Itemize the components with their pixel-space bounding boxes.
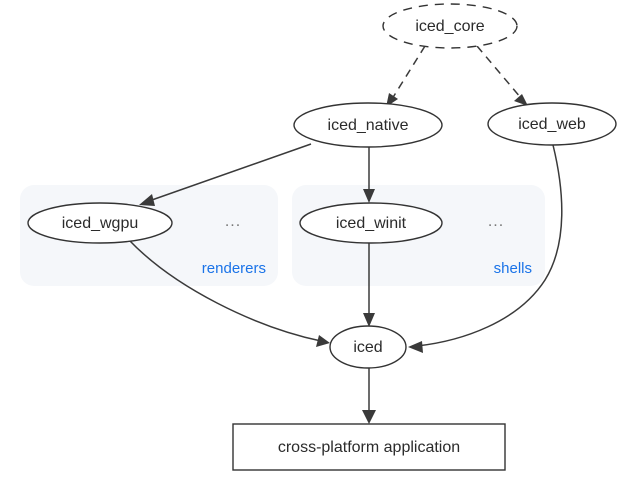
node-cross-platform-application-shape	[232, 423, 506, 471]
node-iced-shape	[329, 325, 407, 369]
node-iced-wgpu-shape	[27, 202, 173, 244]
node-iced-web-label: iced_web	[518, 116, 586, 133]
node-iced-core-label: iced_core	[415, 18, 484, 35]
node-iced-native[interactable]: iced_native	[293, 102, 443, 148]
node-iced-winit[interactable]: iced_winit	[299, 202, 443, 244]
node-iced-native-shape	[293, 102, 443, 148]
node-iced-web[interactable]: iced_web	[487, 102, 617, 146]
node-iced-winit-label: iced_winit	[336, 215, 407, 232]
node-iced-wgpu[interactable]: iced_wgpu	[27, 202, 173, 244]
edge-iced-core-to-iced-web	[476, 45, 522, 99]
edge-iced-web-to-iced	[416, 144, 563, 347]
arrowhead-iced-wgpu-to-iced	[316, 335, 330, 347]
cluster-shells-label: shells	[494, 260, 532, 277]
edge-iced-core-to-iced-native	[391, 45, 426, 100]
arrowhead-iced-native-to-iced-winit	[363, 189, 375, 203]
arrowhead-iced-to-application	[362, 410, 376, 424]
cluster-renderers-label: renderers	[202, 260, 266, 277]
edge-iced-wgpu-to-iced	[128, 239, 322, 342]
arrowhead-iced-core-to-iced-web	[514, 94, 528, 106]
node-iced-core[interactable]: iced_core	[382, 3, 518, 49]
node-iced[interactable]: iced	[329, 325, 407, 369]
arrowhead-iced-winit-to-iced	[363, 313, 375, 327]
cluster-renderers-ellipsis: ...	[225, 213, 241, 230]
edge-iced-native-to-iced-wgpu	[148, 143, 312, 202]
node-iced-wgpu-label: iced_wgpu	[62, 215, 139, 232]
arrowhead-iced-web-to-iced	[408, 341, 423, 353]
arrowhead-iced-native-to-iced-wgpu	[139, 194, 155, 206]
node-iced-web-shape	[487, 102, 617, 146]
node-iced-core-shape	[382, 3, 518, 49]
node-iced-label: iced	[353, 339, 382, 356]
node-cross-platform-application-label: cross-platform application	[278, 439, 460, 456]
cluster-shells-ellipsis: ...	[488, 213, 504, 230]
node-iced-native-label: iced_native	[328, 117, 409, 134]
node-cross-platform-application[interactable]: cross-platform application	[232, 423, 506, 471]
node-iced-winit-shape	[299, 202, 443, 244]
